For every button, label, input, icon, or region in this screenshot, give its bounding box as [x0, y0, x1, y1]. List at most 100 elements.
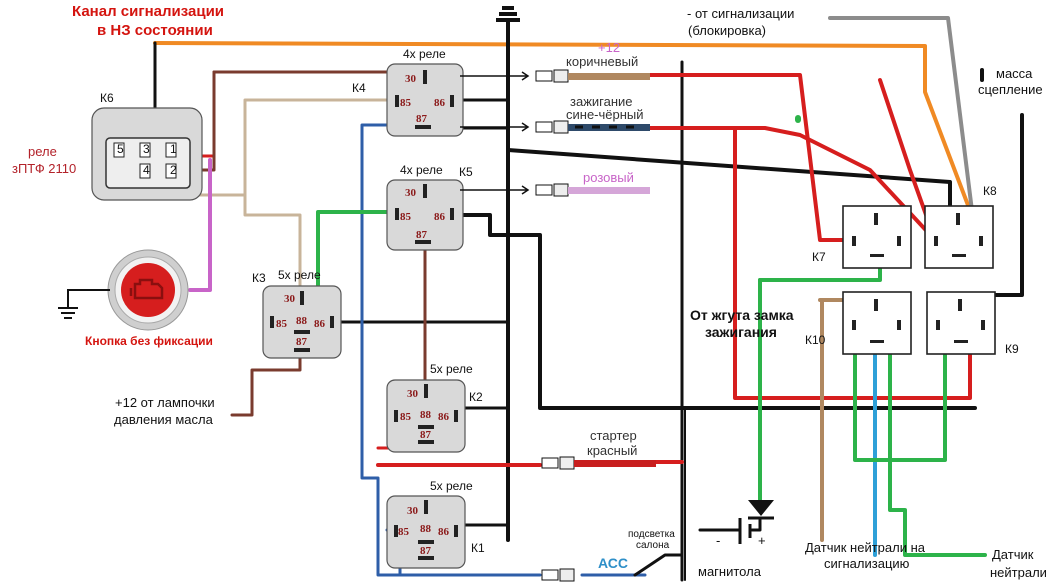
k1-pin-30: 30	[407, 505, 419, 517]
plug-starter-mid	[559, 456, 575, 470]
k3-pin-85: 85	[276, 318, 288, 330]
button-cap	[121, 263, 175, 317]
k1-type: 5х реле	[430, 479, 473, 493]
cabin-light-line1: подсветка	[628, 529, 675, 540]
k3-pin-86: 86	[314, 318, 326, 330]
relay-k4: 4х реле К4 30 85 86 87	[352, 47, 464, 137]
k1-pin-88: 88	[420, 523, 432, 535]
oil-label-line2: давления масла	[114, 412, 214, 427]
k5-pin-86: 86	[434, 211, 446, 223]
ground-symbol-top	[496, 6, 520, 22]
relay-k7: К7	[812, 205, 912, 269]
relay-label-line2: зПТФ 2110	[12, 161, 76, 176]
k7-label: К7	[812, 250, 826, 264]
plus-sign: +	[758, 533, 766, 548]
starter-label: стартер	[590, 428, 637, 443]
k6-pin-1: 1	[170, 142, 177, 156]
k3-body	[262, 285, 342, 359]
brown-wire-k6	[198, 70, 216, 172]
black-wire-k5	[458, 213, 977, 410]
blue-wire-k4	[360, 123, 542, 577]
neutral-line2: нейтрали	[990, 565, 1047, 580]
radio-label: магнитола	[698, 564, 762, 579]
relay-k5: 4х реле К5 30 85 86 87	[386, 163, 473, 251]
k4-pin-30: 30	[405, 73, 417, 85]
plug-pink-left	[535, 184, 553, 196]
plug-acc-mid	[559, 568, 575, 582]
plus12-label: +12	[598, 40, 620, 55]
brown-wire-label: коричневый	[566, 54, 638, 69]
k8-label: К8	[983, 184, 997, 198]
gray-wire	[828, 16, 977, 237]
red-wire-ignition	[648, 126, 937, 242]
acc-wire-black	[633, 553, 684, 577]
k4-pin-85: 85	[400, 97, 412, 109]
k2-pin-86: 86	[438, 411, 450, 423]
k6-pin-slot-1	[113, 142, 125, 158]
radio-wire	[698, 518, 762, 532]
k1-pin-87: 87	[420, 545, 432, 557]
oil-label-line1: +12 от лампочки	[115, 395, 215, 410]
ground-symbol-left	[58, 289, 110, 319]
k6-pin-3: 3	[143, 142, 150, 156]
alarm-minus-line1: - от сигнализации	[687, 6, 794, 21]
k2-body	[386, 379, 466, 453]
k10-label: К10	[805, 333, 826, 347]
relay-k1: 5х реле К1 30 85 88 86 87	[386, 479, 485, 569]
acc-label: АСС	[598, 555, 628, 571]
k1-pin-85: 85	[398, 526, 410, 538]
green-wire-k10	[853, 328, 947, 462]
beige-wire	[243, 98, 389, 292]
k4-body	[386, 63, 464, 137]
k4-label: К4	[352, 81, 366, 95]
plug-pink-wire	[568, 187, 650, 194]
relay-k3: 5х реле К3 30 85 88 86 87	[252, 268, 342, 359]
k3-type: 5х реле	[278, 268, 321, 282]
plug-starter-left	[541, 457, 559, 469]
k9-label: К9	[1005, 342, 1019, 356]
plug-brown-left	[535, 70, 553, 82]
connectors	[460, 69, 656, 582]
neutral-alarm-line2: сигнализацию	[824, 556, 910, 571]
red-wire-k7-down	[733, 126, 972, 400]
k4-pin-86: 86	[434, 97, 446, 109]
engine-icon	[129, 278, 164, 300]
orange-wire-top	[153, 41, 987, 252]
k2-type: 5х реле	[430, 362, 473, 376]
plug-ign-left	[535, 121, 553, 133]
button-label: Кнопка без фиксации	[85, 334, 213, 348]
k2-pin-30: 30	[407, 388, 419, 400]
relay-k8: К8	[924, 184, 997, 269]
red-wire-brown-conn	[648, 73, 857, 242]
relay-k9: К9	[926, 291, 1019, 356]
k3-pin-87: 87	[296, 336, 308, 348]
k1-label: К1	[471, 541, 485, 555]
green-wire-neutral	[888, 333, 987, 557]
k3-pin-88: 88	[296, 315, 308, 327]
alarm-minus-line2: (блокировка)	[688, 23, 766, 38]
k2-pin-87: 87	[420, 429, 432, 441]
k5-pin-87: 87	[416, 229, 428, 241]
k3-label: К3	[252, 271, 266, 285]
k2-pin-88: 88	[420, 409, 432, 421]
k6-pin-2: 2	[170, 163, 177, 177]
ignition-harness-line2: зажигания	[705, 324, 777, 340]
k6-pin-slot-5	[165, 163, 177, 179]
blue-black-label: сине-чёрный	[566, 107, 644, 122]
title-line2: в НЗ состоянии	[97, 22, 213, 39]
ignition-harness-line1: От жгута замка	[690, 307, 794, 323]
battery-icon	[738, 518, 752, 544]
k5-pin-85: 85	[400, 211, 412, 223]
k6-label: К6	[100, 91, 114, 105]
k4-pin-87: 87	[416, 113, 428, 125]
plug-acc-left	[541, 569, 559, 581]
relay-label-line1: реле	[28, 144, 57, 159]
k6-pin-slot-4	[139, 163, 151, 179]
starter-red-label: красный	[587, 443, 637, 458]
relay-k2: 5х реле К2 30 85 88 86 87	[386, 362, 483, 453]
k5-type: 4х реле	[400, 163, 443, 177]
k5-label: К5	[459, 165, 473, 179]
k1-pin-86: 86	[438, 526, 450, 538]
plug-brown-wire	[568, 73, 650, 80]
